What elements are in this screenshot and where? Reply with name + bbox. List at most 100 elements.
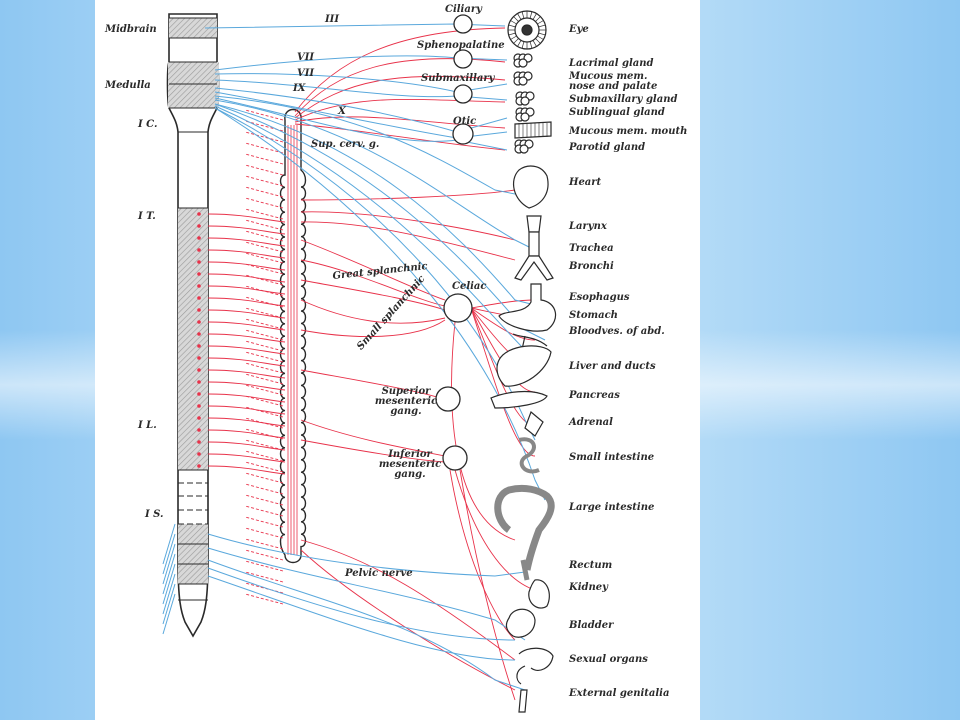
sympathetic-fiber [207,261,286,271]
sympathetic-fiber [207,465,286,475]
sympathetic-fiber [207,309,286,319]
sympathetic-fiber [244,252,284,264]
preganglionic-cell [197,344,201,348]
eye-ray [537,20,544,25]
sympathetic-fiber [244,351,284,363]
label-lacrimal-gland: Lacrimal gland [569,58,654,69]
lacrimal-gland-shape [518,58,528,68]
organs [490,10,557,713]
sympathetic-fiber [207,249,286,259]
sympathetic-fiber [244,450,284,462]
bronchi-shape [514,255,554,281]
label-submaxillary-ganglion: Submaxillary [421,73,495,84]
eye-ray [508,32,516,36]
sympathetic-fiber [244,340,284,352]
label-inferior-mesenteric-1: Inferior [388,449,432,460]
label-sublingual-gland: Sublingual gland [569,107,665,118]
label-nerve-ix: IX [293,83,306,94]
sympathetic-fiber [300,279,446,311]
eye-ray [535,16,541,22]
sympathetic-fiber [207,345,286,355]
parasympathetic-fiber [214,95,526,197]
label-liver: Liver and ducts [569,361,656,372]
label-sexual-organs: Sexual organs [569,654,648,665]
superior-mesenteric-ganglion [435,386,461,412]
label-sup-cerv-ganglion: Sup. cerv. g. [311,139,380,150]
parasympathetic-fiber [214,87,508,133]
pancreas-shape [490,390,548,409]
large-intestine-shape [494,484,555,571]
eye-ray [529,11,533,19]
label-thoracic: I T. [138,211,156,222]
label-lumbar: I L. [138,420,157,431]
parasympathetic-fiber [162,573,176,615]
parasympathetic-fiber [214,103,536,306]
parasympathetic-fiber [214,73,508,93]
small-splanchnic [300,299,446,324]
sympathetic-fiber [244,208,284,220]
sympathetic-fiber [454,469,536,591]
sympathetic-fiber [244,560,284,572]
sympathetic-fiber [244,483,284,495]
label-medulla: Medulla [105,80,151,91]
submaxillary-ganglion [453,84,473,104]
preganglionic-cell [197,404,201,408]
trachea-shape [528,231,540,257]
eye-ray [521,41,525,49]
label-rectum: Rectum [569,560,613,571]
preganglionic-cell [197,416,201,420]
eye-ray [521,11,525,19]
sympathetic-fiber [300,319,446,337]
label-heart: Heart [569,177,602,188]
sympathetic-fiber [244,472,284,484]
label-midbrain: Midbrain [105,24,157,35]
parasympathetic-fiber [162,563,176,605]
sympathetic-fiber [244,142,284,154]
label-pancreas: Pancreas [569,390,620,401]
chain-outline [279,108,307,564]
sympathetic-fiber [244,527,284,539]
preganglionic-cell [197,356,201,360]
sympathetic-fiber [244,494,284,506]
label-celiac-ganglion: Celiac [452,281,487,292]
parasympathetic-fiber [162,553,176,595]
small-intestine-shape [518,437,540,474]
sympathetic-fiber [300,259,446,307]
label-inferior-mesenteric-2: mesenteric [378,459,442,470]
parasympathetic-fiber [162,523,176,565]
larynx-shape [526,215,542,233]
sympathetic-fiber [244,593,284,605]
sympathetic-fiber [300,221,516,261]
sympathetic-fiber [244,318,284,330]
sympathetic-fiber [244,153,284,165]
eye-ray [510,20,517,25]
sympathetic-fiber [244,395,284,407]
preganglionic-cell [197,464,201,468]
eye-ray [510,35,517,40]
liver-shape [496,345,552,387]
label-mucous-nose-1: Mucous mem. [569,71,648,82]
label-nerve-iii: III [325,14,340,25]
sympathetic-fiber [244,538,284,550]
preganglionic-cell [197,380,201,384]
sympathetic-fiber [207,381,286,391]
sympathetic-fiber [300,439,446,463]
label-external-genitalia: External genitalia [569,688,670,699]
parasympathetic-fiber [162,543,176,585]
rectum-shape [520,559,530,581]
parasympathetic-fiber [162,593,176,635]
sympathetic-fiber [300,189,516,201]
label-submaxillary-gland: Submaxillary gland [569,94,678,105]
preganglionic-cell [197,284,201,288]
preganglionic-cell [197,296,201,300]
kidney-shape [528,579,550,609]
label-superior-mesenteric-3: gang. [390,406,422,417]
parasympathetic-fiber [207,575,516,661]
preganglionic-cell [197,260,201,264]
sympathetic-fiber [294,123,506,151]
eye-ray [538,32,546,36]
label-kidney: Kidney [569,582,608,593]
stomach-shape [498,283,557,332]
preganglionic-cell [197,428,201,432]
ciliary-ganglion [453,14,473,34]
